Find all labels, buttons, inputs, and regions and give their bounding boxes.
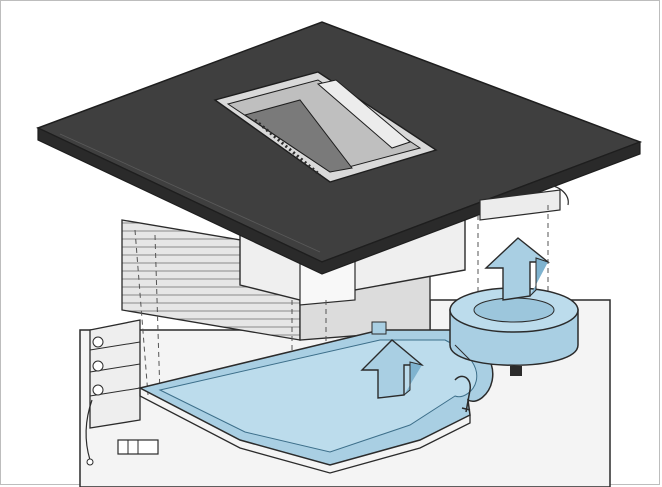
tray-latch-hook (454, 375, 471, 413)
lift-arrow-canister (484, 237, 550, 301)
lift-arrow-tray (360, 339, 424, 399)
fan-filter-canister (449, 287, 579, 376)
downdraft-air-intake-grille (213, 71, 438, 183)
side-connector-stack (85, 319, 141, 466)
fan-outlet-duct (479, 184, 569, 221)
